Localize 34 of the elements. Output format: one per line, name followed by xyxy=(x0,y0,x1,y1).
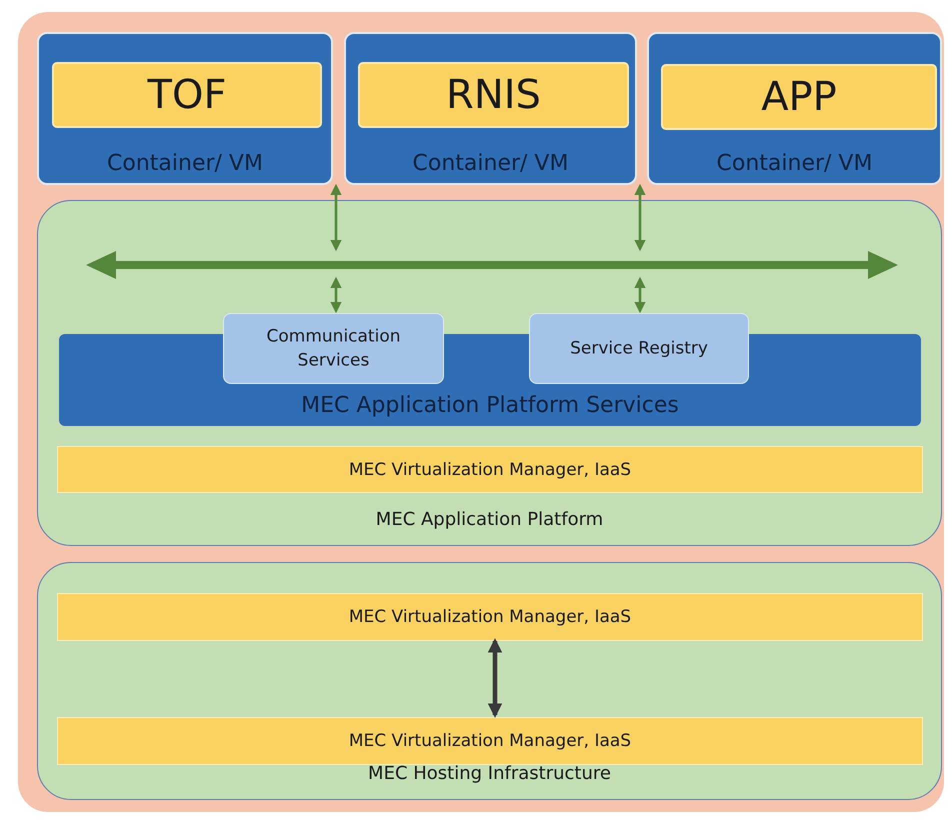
container-box xyxy=(647,32,942,185)
layer-label: Communication Services xyxy=(266,324,402,372)
layer-label: Container/ VM xyxy=(716,150,874,178)
container-box xyxy=(344,32,637,185)
layer-label: MEC Hosting Infrastructure xyxy=(367,762,612,785)
double-arrow xyxy=(634,184,646,252)
layer-label: Container/ VM xyxy=(412,150,570,178)
double-arrow xyxy=(330,184,342,252)
layer-bar xyxy=(57,446,923,493)
double-arrow xyxy=(330,276,342,314)
app-name: TOF xyxy=(146,71,228,120)
bus-arrow xyxy=(86,251,898,279)
layer-label: Container/ VM xyxy=(106,150,264,178)
layer-label: MEC Application Platform Services xyxy=(300,392,680,420)
double-arrow xyxy=(634,276,646,314)
app-box xyxy=(52,62,322,128)
platform-panel xyxy=(37,562,942,800)
service-box xyxy=(529,313,749,384)
container-box xyxy=(37,32,333,185)
layer-label: MEC Virtualization Manager, IaaS xyxy=(348,458,632,481)
service-box xyxy=(223,313,444,384)
layer-bar xyxy=(57,593,923,641)
app-box xyxy=(358,62,629,128)
layer-label: MEC Application Platform xyxy=(374,508,604,531)
app-name: RNIS xyxy=(445,71,542,120)
layer-bar xyxy=(57,717,923,765)
platform-panel xyxy=(37,200,942,546)
layer-label: MEC Virtualization Manager, IaaS xyxy=(348,606,632,628)
app-box xyxy=(661,64,937,130)
layer-label: MEC Virtualization Manager, IaaS xyxy=(348,730,632,752)
double-arrow xyxy=(488,638,502,718)
layer-label: Service Registry xyxy=(569,337,709,360)
app-name: APP xyxy=(760,73,838,122)
outer-panel xyxy=(18,12,944,812)
